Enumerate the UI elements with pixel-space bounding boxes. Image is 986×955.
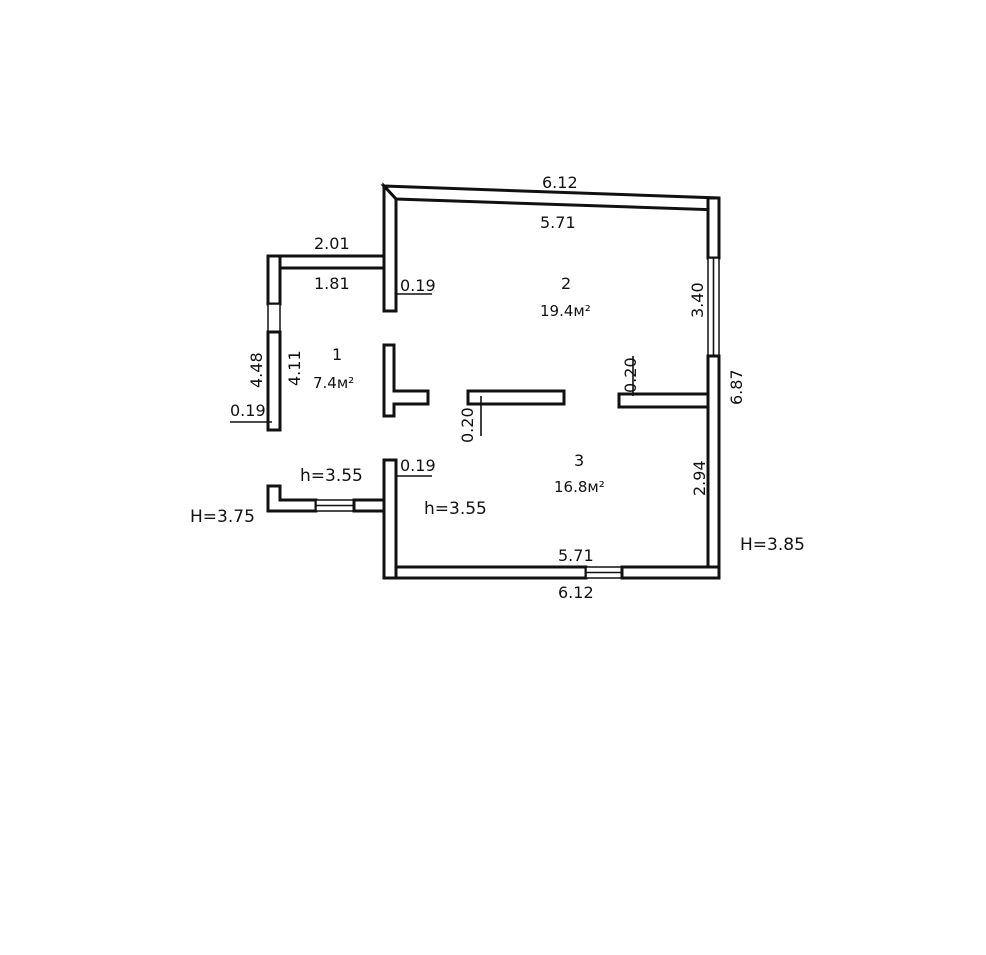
- dim-partition-right: 0.20: [621, 357, 640, 393]
- room-3-number: 3: [574, 451, 584, 470]
- dim-top-inner: 5.71: [540, 213, 576, 232]
- wall-annex-bottom-stub: [266, 484, 318, 513]
- window-annex-left: [267, 303, 281, 333]
- dim-left-outer: 4.48: [247, 352, 266, 388]
- wall-right-upper: [706, 196, 721, 260]
- dim-partition-mid: 0.20: [458, 407, 477, 443]
- wall-annex-bottom-right: [352, 498, 386, 513]
- height-inner-annex: h=3.55: [300, 466, 363, 486]
- dim-room3-right: 2.94: [690, 460, 709, 496]
- height-inner-room3: h=3.55: [424, 499, 487, 519]
- dim-bottom-inner: 5.71: [558, 546, 594, 565]
- wall-annex-left-lower: [266, 330, 282, 432]
- dim-bottom-outer: 6.12: [558, 583, 594, 602]
- dim-top-outer: 6.12: [542, 173, 578, 192]
- dim-annex-inner: 1.81: [314, 274, 350, 293]
- wall-bottom-left: [382, 565, 588, 580]
- wall-main-left-upper: [382, 182, 398, 313]
- dim-annex-outer: 2.01: [314, 234, 350, 253]
- room-3-area: 16.8м²: [554, 478, 605, 496]
- dim-wall-left-thickness: 0.19: [230, 401, 266, 420]
- wall-annex-left-upper: [266, 254, 282, 306]
- room-1-number: 1: [332, 345, 342, 364]
- partition-middle: [466, 389, 566, 406]
- partition-right: [617, 392, 710, 409]
- wall-main-left-lower: [382, 458, 398, 580]
- room-2-area: 19.4м²: [540, 302, 591, 320]
- height-outer-right: H=3.85: [740, 535, 805, 555]
- dim-left-inner: 4.11: [285, 350, 304, 386]
- wall-right-lower: [706, 354, 721, 580]
- dim-wall-top-thickness: 0.19: [400, 276, 436, 295]
- partition-t-shape: [382, 343, 430, 418]
- room-2-number: 2: [561, 274, 571, 293]
- wall-annex-top: [266, 254, 386, 270]
- dim-room2-right: 3.40: [688, 282, 707, 318]
- dim-wall-bottom-thickness: 0.19: [400, 456, 436, 475]
- dim-right-outer: 6.87: [727, 369, 746, 405]
- room-1-area: 7.4м²: [313, 374, 354, 392]
- height-outer-left: H=3.75: [190, 507, 255, 527]
- wall-bottom-right: [620, 565, 721, 580]
